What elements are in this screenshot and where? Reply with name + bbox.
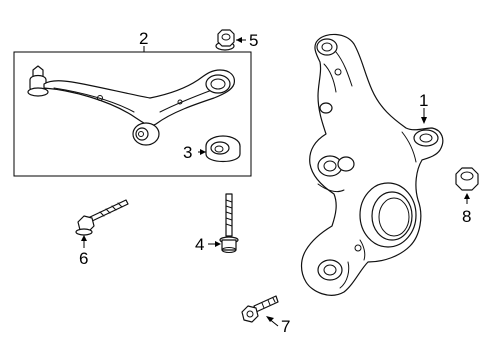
- bushing-icon: [205, 135, 241, 163]
- callout-4: 4: [195, 235, 204, 254]
- hex-nut-icon: [455, 167, 479, 191]
- callout-5: 5: [249, 31, 258, 50]
- callout-1: 1: [419, 91, 428, 110]
- callout-2: 2: [139, 29, 148, 48]
- flange-nut-icon: [215, 29, 235, 51]
- short-bolt-icon: [241, 295, 279, 323]
- control-arm-group-box: [13, 46, 252, 177]
- callout-3: 3: [183, 143, 192, 162]
- lower-control-arm-icon: [27, 65, 235, 146]
- callout-8: 8: [462, 207, 471, 226]
- callout-6: 6: [79, 249, 88, 268]
- callout-7: 7: [281, 317, 290, 336]
- long-bolt-icon: [75, 199, 129, 236]
- steering-knuckle-icon: [300, 33, 444, 296]
- flange-bolt-icon: [219, 193, 239, 253]
